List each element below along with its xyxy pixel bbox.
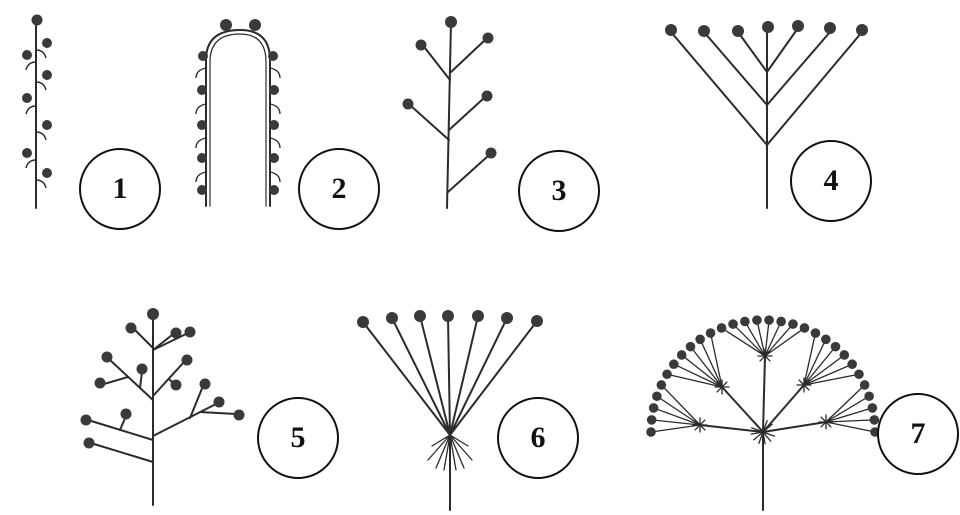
flower <box>677 350 687 360</box>
flower <box>197 185 207 195</box>
flower <box>403 99 414 110</box>
flower <box>268 51 278 61</box>
flower <box>662 369 672 379</box>
flower <box>811 328 821 338</box>
flower <box>501 312 513 324</box>
flower <box>95 378 106 389</box>
flower <box>695 334 705 344</box>
flower <box>81 415 92 426</box>
flower <box>126 323 137 334</box>
flower <box>776 317 786 327</box>
flower <box>652 391 662 401</box>
label-7: 7 <box>877 393 959 475</box>
flower <box>788 319 798 329</box>
inflorescence-spike <box>22 15 52 209</box>
flower <box>854 369 864 379</box>
flower <box>864 391 874 401</box>
flower <box>860 380 870 390</box>
flower <box>442 310 454 322</box>
flower <box>732 25 744 37</box>
flower <box>42 168 52 178</box>
flower <box>197 85 207 95</box>
flower <box>669 359 679 369</box>
flower <box>197 153 207 163</box>
flower <box>171 380 182 391</box>
flower <box>22 93 32 103</box>
flower <box>234 410 245 421</box>
flower <box>482 91 493 102</box>
flower <box>821 334 831 344</box>
flower <box>483 33 494 44</box>
flower <box>445 16 457 28</box>
flower <box>269 185 279 195</box>
flower <box>147 308 159 320</box>
flower <box>220 19 232 31</box>
label-1: 1 <box>79 148 161 230</box>
flower <box>647 415 657 425</box>
flower <box>22 148 32 158</box>
flower <box>856 24 868 36</box>
inflorescence-raceme <box>403 16 497 208</box>
flower <box>198 51 208 61</box>
flower <box>824 22 836 34</box>
flower <box>728 319 738 329</box>
flower <box>840 350 850 360</box>
flower <box>84 438 95 449</box>
flower <box>269 120 279 130</box>
flower <box>22 50 32 60</box>
flower <box>197 120 207 130</box>
flower <box>657 380 667 390</box>
flower <box>764 315 774 325</box>
flower <box>200 379 211 390</box>
flower <box>102 352 113 363</box>
flower <box>762 21 774 33</box>
label-2: 2 <box>298 148 380 230</box>
flower <box>269 85 279 95</box>
flower <box>717 323 727 333</box>
flower <box>646 427 656 437</box>
label-5: 5 <box>257 397 339 479</box>
flower <box>42 38 52 48</box>
flower <box>357 316 369 328</box>
flower <box>182 355 193 366</box>
inflorescence-spadix <box>196 19 280 206</box>
flower <box>386 312 398 324</box>
flower <box>414 310 426 322</box>
flower <box>792 20 804 32</box>
flower <box>42 70 52 80</box>
flower <box>649 403 659 413</box>
flower <box>249 19 261 31</box>
label-6: 6 <box>497 397 579 479</box>
flower <box>472 310 484 322</box>
flower <box>847 359 857 369</box>
flower <box>831 342 841 352</box>
flower <box>698 25 710 37</box>
flower <box>32 15 43 26</box>
flower <box>752 315 762 325</box>
flower <box>800 323 810 333</box>
flower <box>137 364 148 375</box>
inflorescence-compound-umbel <box>646 315 880 510</box>
label-3: 3 <box>518 150 600 232</box>
flower <box>121 409 132 420</box>
flower <box>214 397 225 408</box>
flower <box>665 24 677 36</box>
flower <box>42 120 52 130</box>
flower <box>185 327 196 338</box>
flower <box>486 148 497 159</box>
label-4: 4 <box>790 140 872 222</box>
flower <box>868 403 878 413</box>
flower <box>686 342 696 352</box>
flower <box>706 328 716 338</box>
flower <box>416 40 427 51</box>
flower <box>531 315 543 327</box>
flower <box>740 317 750 327</box>
inflorescence-panicle <box>81 308 245 505</box>
flower <box>269 153 279 163</box>
